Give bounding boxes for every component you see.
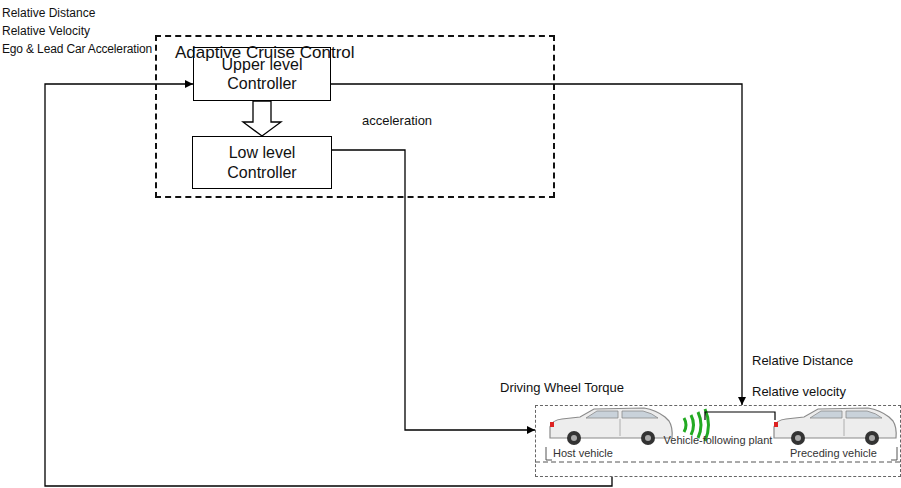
distance-bracket (705, 412, 775, 420)
edge-label: acceleration (360, 113, 434, 128)
box-label: Low level Controller (201, 143, 323, 181)
box-label: Upper level Controller (202, 55, 322, 93)
block-arrow (243, 101, 281, 136)
signal-name: Relative velocity (752, 384, 846, 399)
controller-box: Low level Controller (192, 136, 332, 189)
signal-name: Ego & Lead Car Acceleration (2, 42, 152, 56)
controller-box: Upper level Controller (193, 47, 331, 101)
host-car (550, 408, 672, 445)
plant-title: Vehicle-following plant (664, 434, 773, 447)
signal-arrow (45, 84, 612, 486)
signal-name: Relative Distance (752, 353, 853, 368)
signal-arrow (331, 84, 742, 405)
edge-label: Driving Wheel Torque (498, 380, 626, 395)
label-brackets (535, 447, 901, 462)
plant-group: Vehicle-following plant (535, 405, 901, 477)
preceding-car (774, 408, 896, 445)
vehicle-label: Preceding vehicle (790, 447, 877, 459)
signal-name: Relative Distance (2, 6, 95, 20)
system-group: Adaptive Cruise ControlUpper level Contr… (155, 35, 555, 198)
signal-name: Relative Velocity (2, 24, 90, 38)
vehicle-label: Host vehicle (553, 447, 613, 459)
